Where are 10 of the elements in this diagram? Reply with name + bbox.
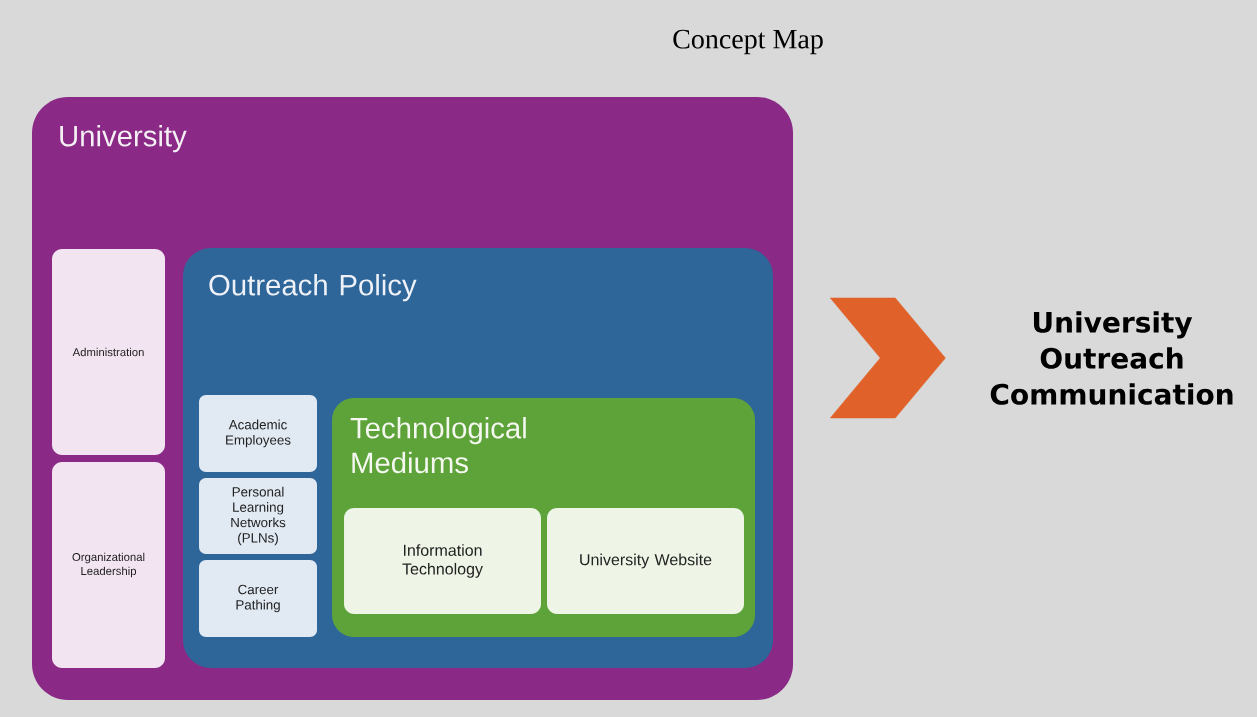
concept-box: Personal Learning Networks (PLNs) (199, 478, 317, 554)
title: Concept Map (673, 29, 823, 55)
outcome-text: University Outreach Communication (990, 311, 1233, 405)
concept-box: Administration (52, 249, 165, 455)
chevron-arrow (830, 297, 946, 419)
concept-box: Organizational Leadership (52, 462, 165, 668)
concept-box: Career Pathing (199, 560, 317, 637)
concept-box: Information Technology (344, 508, 541, 614)
concept-box: University Website (547, 508, 744, 614)
concept-box: Academic Employees (199, 395, 317, 472)
